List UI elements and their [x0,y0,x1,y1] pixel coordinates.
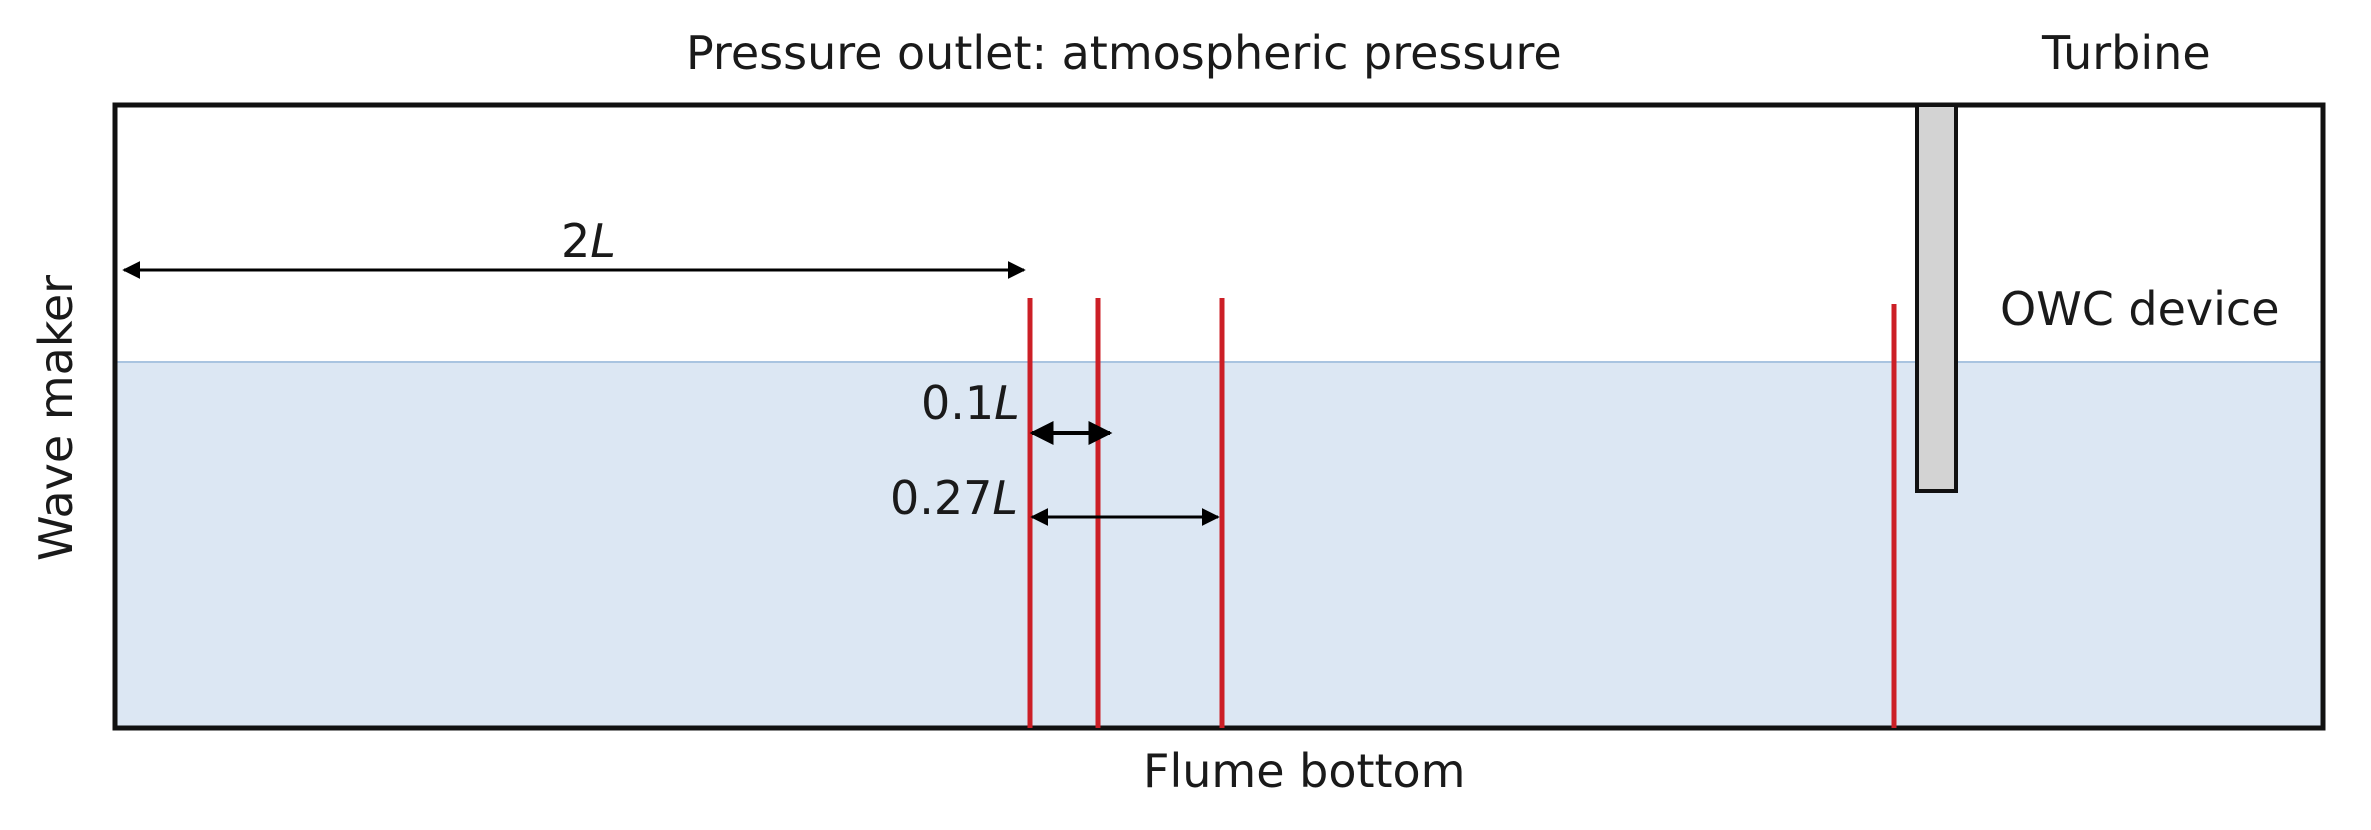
dimension-label-2l: 2L [561,218,616,264]
top-boundary-label: Pressure outlet: atmospheric pressure [686,26,1562,80]
owc-front-wall [1915,103,1958,493]
dimension-number: 0.27 [890,471,993,525]
owc-device-label: OWC device [2000,282,2280,336]
turbine-label: Turbine [2042,26,2211,80]
dimension-symbol: L [992,471,1019,525]
dimension-number: 0.1 [921,376,995,430]
wave-maker-label: Wave maker [29,274,83,562]
dimension-symbol: L [994,376,1020,430]
dimension-symbol: L [590,214,616,268]
flume-outline [112,102,2326,731]
dimension-label-027l: 0.27L [890,475,1018,521]
dimension-number: 2 [561,214,591,268]
water-region [117,362,2321,726]
bottom-boundary-label: Flume bottom [1143,744,1466,798]
dimension-label-01l: 0.1L [921,380,1020,426]
